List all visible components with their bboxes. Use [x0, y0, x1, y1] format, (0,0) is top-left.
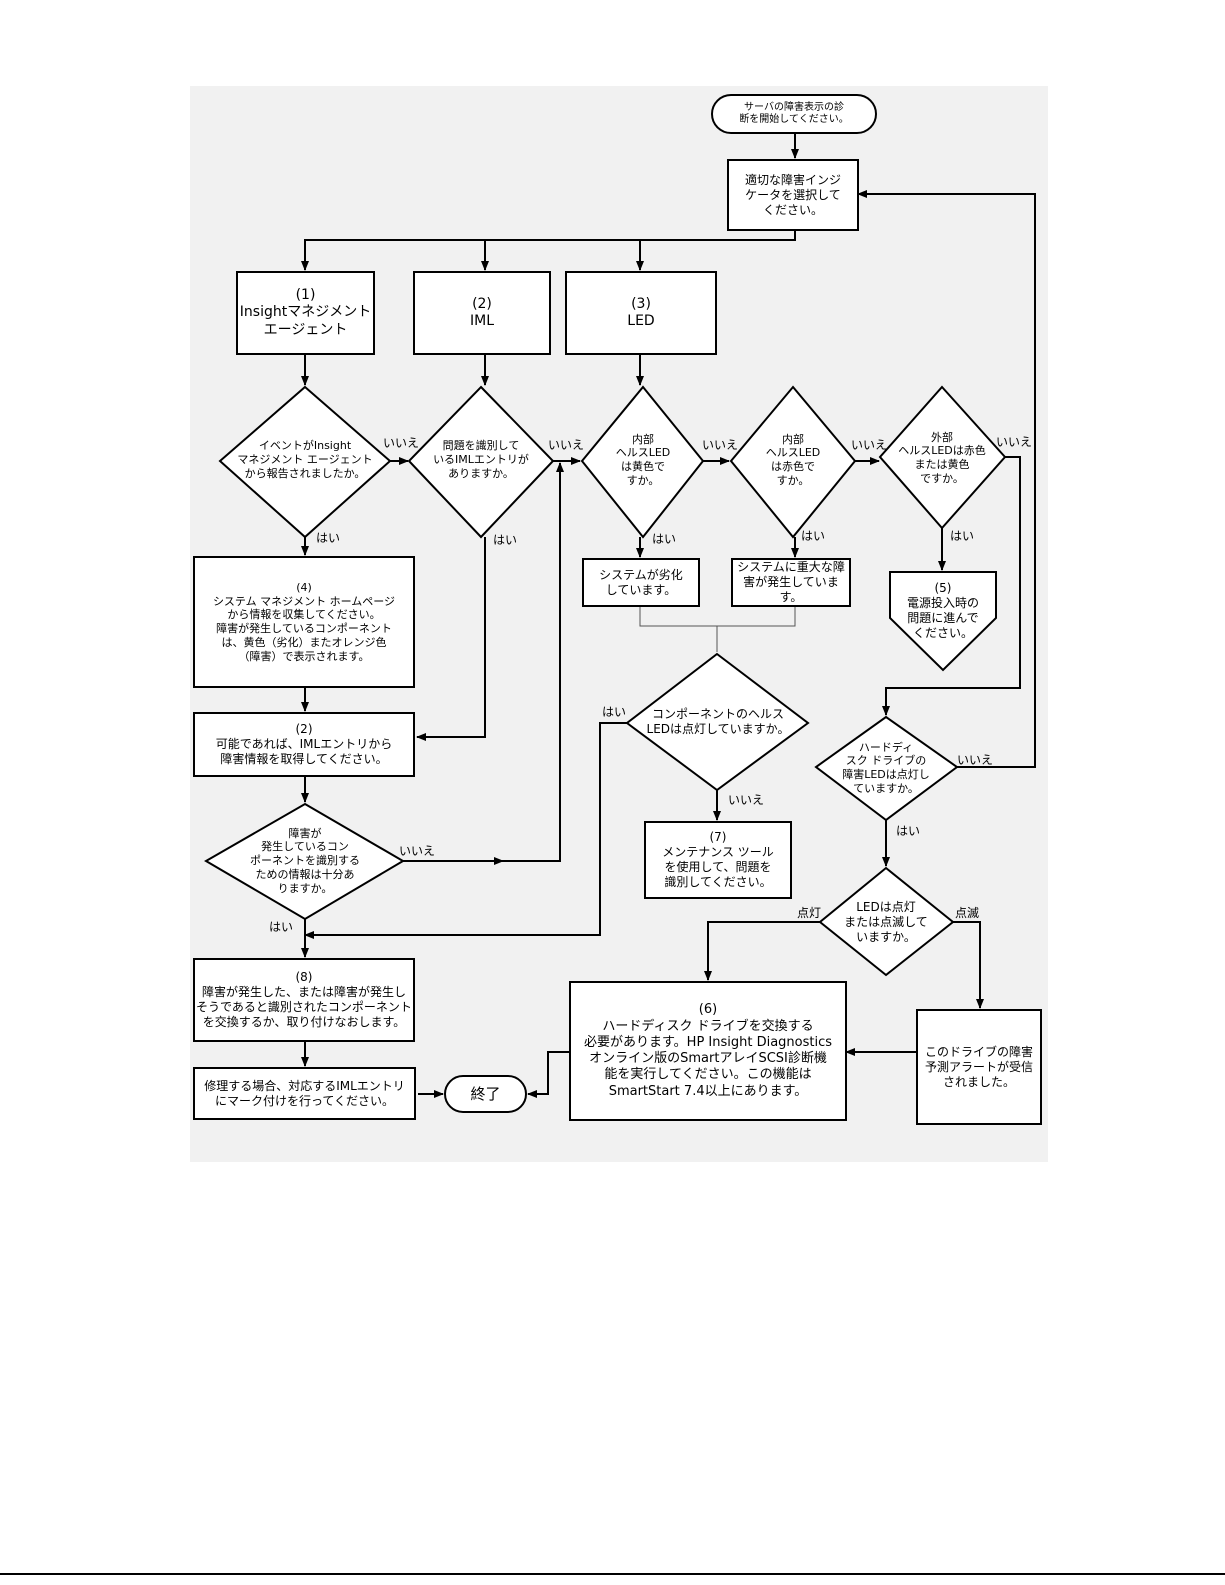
decision-internal-red [729, 385, 857, 539]
hdd-fault-led-text: ハードディ スク ドライブの 障害LEDは点灯し ていますか。 [842, 740, 930, 795]
edge-yes-amber: はい [652, 532, 677, 546]
edge-blink: 点滅 [955, 906, 980, 920]
edge-no-iml: いいえ [548, 438, 585, 452]
box-predictive-alert [916, 1009, 1042, 1125]
iml-entry-text: 問題を識別して いるIMLエントリが ありますか。 [433, 439, 529, 480]
box-led [565, 271, 717, 355]
edge-yes-component: はい [602, 705, 627, 719]
end-text: 終了 [470, 1084, 501, 1103]
decision-event-reported [218, 385, 392, 539]
decision-internal-amber [580, 385, 705, 539]
connectors [301, 131, 1036, 1098]
box-maintenance-tools [644, 821, 792, 899]
edge-no-external: いいえ [996, 435, 1033, 449]
decision-component-led [625, 652, 810, 792]
internal-amber-text: 内部 ヘルスLED は黄色で すか。 [615, 432, 671, 487]
insight-agent-text: (1) Insightマネジメント エージェント [239, 286, 372, 338]
led-text: (3) LED [627, 295, 655, 330]
edge-yes-info: はい [269, 920, 294, 934]
box-iml [413, 271, 551, 355]
decision-enough-info [204, 802, 405, 921]
edge-yes-hdd: はい [896, 824, 921, 838]
box-system-management-homepage [193, 556, 415, 688]
replace-hdd-text: (6) ハードディスク ドライブを交換する 必要があります。HP Insight… [583, 1002, 833, 1099]
edge-yes-red: はい [801, 529, 826, 543]
system-degraded-text: システムが劣化 しています。 [599, 567, 683, 597]
edge-no-info: いいえ [399, 844, 436, 858]
end-terminator [444, 1075, 527, 1113]
replace-component-text: (8) 障害が発生した、または障害が発生し そうであると識別されたコンポーネント… [196, 970, 412, 1029]
decision-led-lit-or-blinking [818, 866, 955, 977]
external-led-text: 外部 ヘルスLEDは赤色 または黄色 ですか。 [898, 430, 986, 485]
component-led-text: コンポーネントのヘルス LEDは点灯していますか。 [646, 707, 790, 736]
decision-iml-entry [407, 385, 555, 539]
maintenance-tools-text: (7) メンテナンス ツール を使用して、問題を 識別してください。 [662, 830, 774, 889]
system-critical-text: システムに重大な障 害が発生しています。 [737, 560, 845, 604]
start-text: サーバの障害表示の診 断を開始してください。 [739, 101, 849, 126]
edge-no-hdd: いいえ [957, 753, 994, 767]
iml-fault-info-text: (2) 可能であれば、IMLエントリから 障害情報を取得してください。 [215, 722, 393, 766]
offpage-power-on-problems [889, 571, 997, 672]
predictive-alert-text: このドライブの障害 予測アラートが受信 されました。 [924, 1044, 1033, 1089]
system-management-homepage-text: (4) システム マネジメント ホームページ から情報を収集してください。 障害… [212, 580, 396, 663]
page-footer-rule [0, 1573, 1225, 1575]
enough-info-text: 障害が 発生しているコン ポーネントを識別する ための情報は十分あ りますか。 [250, 826, 360, 895]
led-lit-or-blinking-text: LEDは点灯 または点滅して いますか。 [844, 899, 928, 944]
box-insight-agent [236, 271, 375, 355]
edge-no-red: いいえ [851, 438, 888, 452]
power-on-problems-text: (5) 電源投入時の 問題に進んで ください。 [906, 581, 979, 640]
start-terminator [711, 94, 877, 134]
box-replace-component [193, 958, 415, 1042]
edge-no-amber: いいえ [702, 438, 739, 452]
box-replace-hdd [569, 981, 847, 1121]
edge-no-component: いいえ [728, 793, 765, 807]
mark-iml-entry-text: 修理する場合、対応するIMLエントリ にマーク付けを行ってください。 [204, 1078, 405, 1108]
event-reported-text: イベントがInsight マネジメント エージェント から報告されましたか。 [237, 439, 373, 480]
edge-no-event: いいえ [383, 436, 420, 450]
decision-external-led [878, 385, 1007, 530]
select-indicator-text: 適切な障害インジ ケータを選択して ください。 [744, 172, 841, 217]
box-system-degraded [582, 558, 700, 607]
box-system-critical [731, 558, 851, 607]
edge-yes-external: はい [950, 529, 975, 543]
decision-hdd-fault-led [814, 715, 959, 822]
internal-red-text: 内部 ヘルスLED は赤色で すか。 [765, 432, 821, 487]
edge-lit: 点灯 [797, 906, 822, 920]
select-indicator-box [727, 159, 859, 231]
edge-yes-event: はい [316, 531, 341, 545]
box-mark-iml-entry [193, 1067, 416, 1120]
edge-yes-iml: はい [493, 533, 518, 547]
box-iml-fault-info [193, 712, 415, 777]
iml-text: (2) IML [469, 295, 494, 330]
